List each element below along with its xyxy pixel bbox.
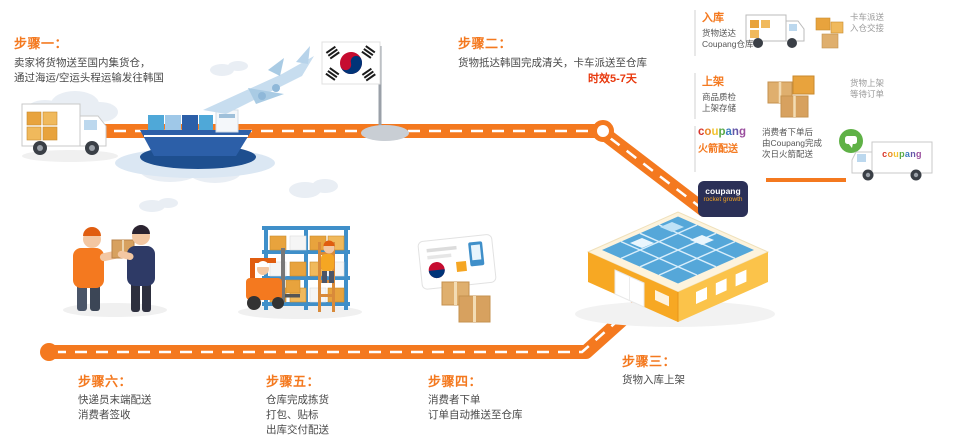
- info-board-scene: [417, 234, 497, 323]
- ladder-worker-icon: [318, 240, 335, 312]
- panel-row2-label: 上架: [702, 76, 724, 88]
- step-5-desc-line3: 出库交付配送: [266, 424, 329, 436]
- step-5-label: 步骤五：: [266, 374, 321, 389]
- step-1-desc-line2: 通过海运/空运头程运输发往韩国: [14, 72, 164, 84]
- road-node: [592, 120, 614, 142]
- step-2-block: 步骤二： 货物抵达韩国完成清关，卡车派送至仓库: [458, 33, 647, 71]
- forklift-icon: [246, 248, 301, 310]
- step-2-highlight: 时效5-7天: [588, 73, 637, 85]
- linehaul-truck-icon: [21, 103, 118, 162]
- green-circle-icon: [839, 129, 863, 153]
- panel-row2-desc2: 上架存储: [702, 103, 737, 113]
- step-1-block: 步骤一： 卖家将货物送至国内集货仓， 通过海运/空运头程运输发往韩国: [14, 33, 164, 86]
- step-2-desc-line1: 货物抵达韩国完成清关，卡车派送至仓库: [458, 57, 647, 69]
- parcel-boxes-icon: [441, 281, 491, 323]
- step-4-label: 步骤四：: [428, 374, 483, 389]
- coupang-logo: coupang: [698, 126, 746, 138]
- panel-small-boxes-icon: [815, 17, 844, 49]
- cargo-ship-icon: [115, 109, 275, 178]
- step-1-desc-line1: 卖家将货物送至国内集货仓，: [14, 57, 151, 69]
- panel-row3-label: 火箭配送: [698, 144, 738, 155]
- panel-row1-note: 卡车派送 入仓交接: [850, 12, 885, 33]
- rocket-growth-badge: coupang rocket growth: [698, 181, 748, 217]
- step-5-block: 步骤五： 仓库完成拣货 打包、贴标 出库交付配送: [266, 371, 329, 436]
- step-4-desc-line1: 消费者下单: [428, 394, 481, 406]
- step-6-block: 步骤六： 快递员末端配送 消费者签收: [78, 371, 152, 423]
- panel-row-rocket: coupang 火箭配送: [698, 126, 746, 155]
- panel-row1-desc2: Coupang仓库: [702, 39, 754, 49]
- step-1-label: 步骤一：: [14, 36, 69, 51]
- step-3-block: 步骤三： 货物入库上架: [622, 351, 685, 388]
- road-start-dot: [40, 343, 58, 361]
- flag-trigrams: [325, 45, 376, 82]
- step-6-label: 步骤六：: [78, 374, 133, 389]
- panel-row-inbound: 入库 货物送达 Coupang仓库: [702, 9, 754, 50]
- airplane-icon: [203, 46, 314, 114]
- truck-coupang-logo: coupang: [882, 149, 922, 159]
- road-top: [28, 120, 711, 217]
- step-3-desc-line1: 货物入库上架: [622, 374, 685, 386]
- step-4-desc-line2: 订单自动推送至仓库: [428, 409, 523, 421]
- korean-flag-icon: [321, 41, 409, 141]
- panel-large-boxes-icon: [767, 75, 815, 118]
- step-4-block: 步骤四： 消费者下单 订单自动推送至仓库: [428, 371, 523, 423]
- badge-subtitle: rocket growth: [703, 196, 743, 203]
- panel-row1-label: 入库: [702, 12, 724, 24]
- step-2-label: 步骤二：: [458, 36, 513, 51]
- panel-row-shelving: 上架 商品质检 上架存储: [702, 73, 736, 114]
- step-5-desc-line2: 打包、贴标: [266, 409, 319, 421]
- panel-truck-icon: [745, 14, 805, 48]
- panel-underline: [766, 178, 846, 182]
- courier-handoff-scene: [63, 225, 167, 317]
- panel-row3-desc: 消费者下单后 由Coupang完成 次日火箭配送: [762, 127, 823, 159]
- step-3-label: 步骤三：: [622, 354, 677, 369]
- coupang-truck-icon: [851, 141, 933, 181]
- step-6-desc-line1: 快递员末端配送: [78, 394, 152, 406]
- panel-row1-desc1: 货物送达: [702, 28, 737, 38]
- panel-row2-desc1: 商品质检: [702, 92, 737, 102]
- step-5-desc-line1: 仓库完成拣货: [266, 394, 329, 406]
- badge-coupang-logo: coupang: [705, 186, 741, 196]
- warehouse-building: [575, 211, 775, 327]
- step-6-desc-line2: 消费者签收: [78, 409, 131, 421]
- panel-row2-note: 货物上架 等待订单: [850, 78, 885, 99]
- warehouse-shelves-scene: [238, 226, 362, 319]
